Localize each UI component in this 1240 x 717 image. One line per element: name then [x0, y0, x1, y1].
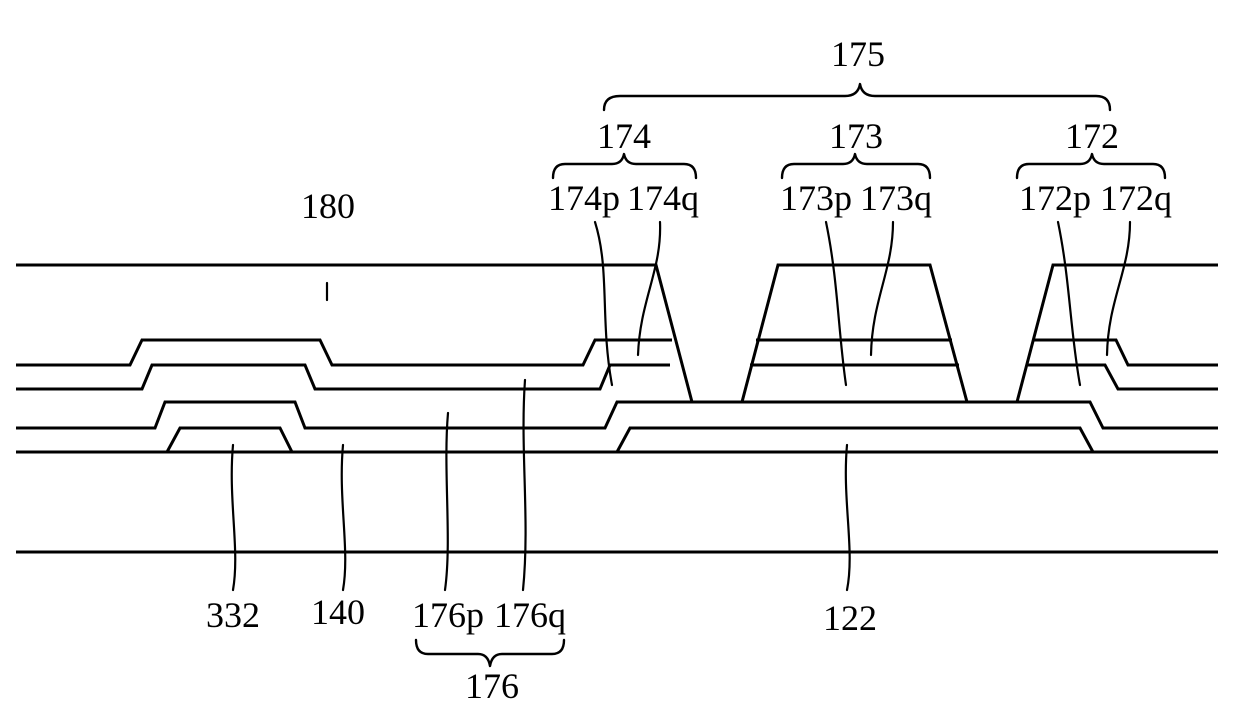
- brace-174: [553, 154, 696, 178]
- brace-175: [604, 84, 1110, 110]
- leader-173p: [826, 222, 846, 385]
- passivation-180: [16, 265, 1218, 402]
- label-174: 174: [597, 116, 651, 156]
- leader-176q: [523, 380, 526, 590]
- label-173q: 173q: [860, 178, 932, 218]
- label-172q: 172q: [1100, 178, 1172, 218]
- label-332: 332: [206, 595, 260, 635]
- label-173p: 173p: [780, 178, 852, 218]
- label-175: 175: [831, 34, 885, 74]
- layer-lines: [16, 265, 1218, 552]
- label-172p: 172p: [1019, 178, 1091, 218]
- brace-176: [416, 640, 564, 666]
- data-upper-layer: [16, 340, 672, 365]
- gate-electrode-332: [167, 428, 292, 452]
- leader-174q: [638, 222, 660, 355]
- leader-174p: [595, 222, 612, 385]
- label-174q: 174q: [627, 178, 699, 218]
- leader-140: [342, 445, 346, 590]
- data-lower-layer: [16, 365, 670, 389]
- reference-labels: 175 174 173 172 180 174p 174q 173p 173q …: [206, 34, 1172, 706]
- brace-173: [782, 154, 930, 178]
- label-176: 176: [465, 666, 519, 706]
- leader-176p: [445, 413, 448, 590]
- label-176p: 176p: [412, 595, 484, 635]
- leader-332: [232, 445, 236, 590]
- gate-insulator-140: [16, 402, 1218, 428]
- data-upper-layer-right: [1034, 340, 1218, 365]
- label-176q: 176q: [494, 595, 566, 635]
- brace-172: [1017, 154, 1165, 178]
- label-173: 173: [829, 116, 883, 156]
- label-180: 180: [301, 186, 355, 226]
- leader-122: [846, 445, 850, 590]
- label-122: 122: [823, 598, 877, 638]
- leader-173q: [871, 222, 893, 355]
- gate-line-122: [617, 428, 1093, 452]
- leader-172q: [1107, 222, 1130, 355]
- label-140: 140: [311, 592, 365, 632]
- leader-lines: [232, 222, 1130, 590]
- label-174p: 174p: [548, 178, 620, 218]
- data-lower-layer-right: [1028, 365, 1218, 389]
- label-172: 172: [1065, 116, 1119, 156]
- leader-172p: [1058, 222, 1080, 385]
- braces: [416, 84, 1165, 666]
